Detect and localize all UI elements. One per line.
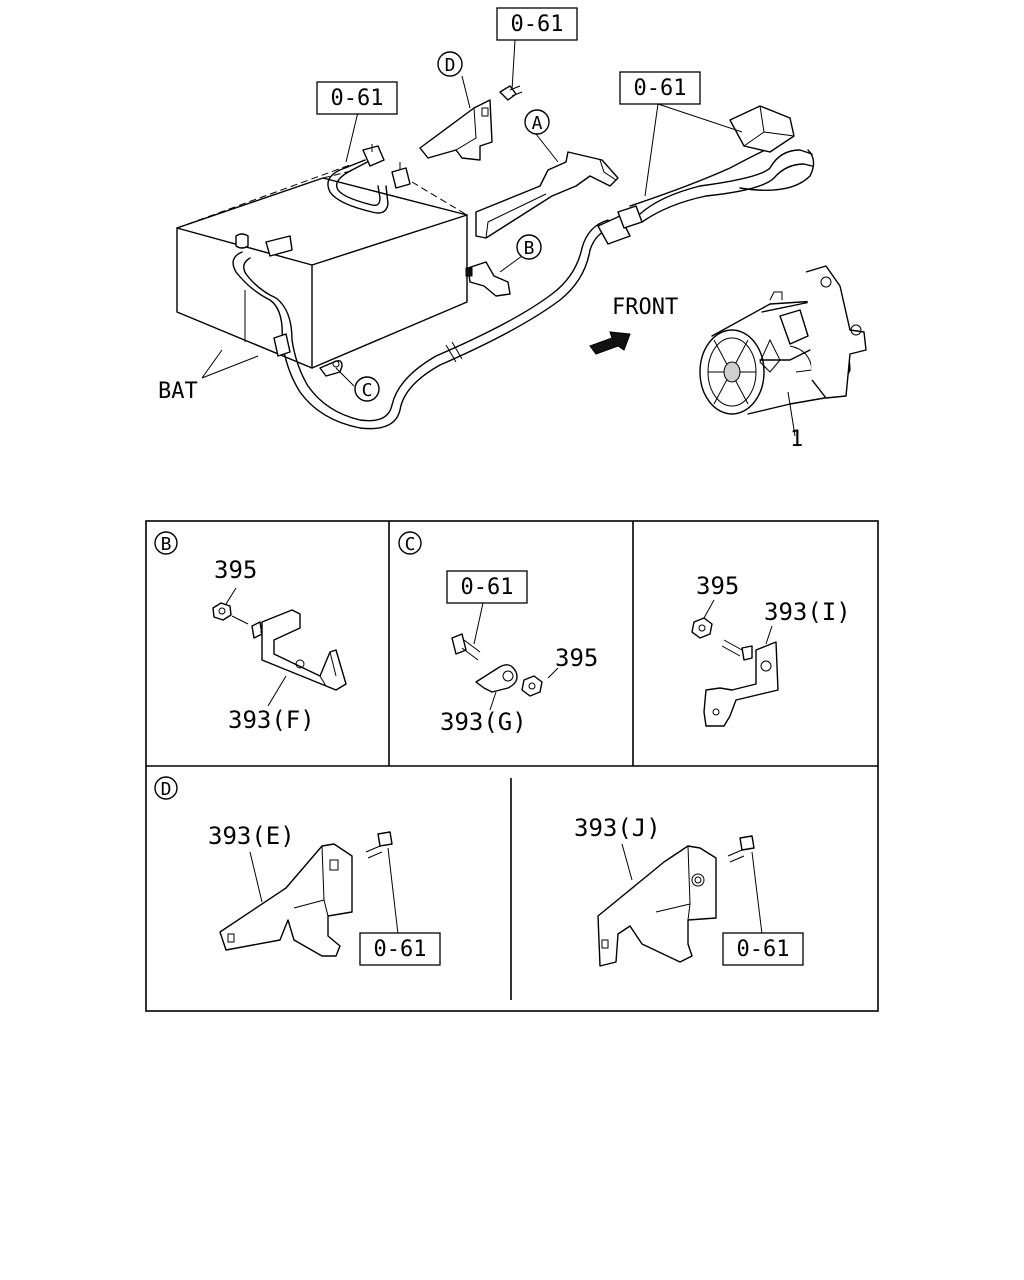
bolt-icon [377,831,393,847]
battery [176,177,468,369]
detail-i-bracket-label: 393(I) [764,598,851,626]
bracket-a-plate [475,151,619,239]
svg-text:C: C [362,380,373,401]
svg-text:0-61: 0-61 [737,937,790,962]
ref-label: 0-61 [331,86,384,111]
detail-b-nut-label: 395 [214,556,257,584]
detail-c-ref-box: 0-61 [446,570,528,604]
bracket-g [475,664,518,693]
bracket-d [419,85,523,161]
svg-text:C: C [405,534,416,555]
detail-i-nut-label: 395 [696,572,739,600]
front-label: FRONT [612,295,678,320]
detail-d-right-bracket-label: 393(J) [574,814,661,842]
callout-b-top: B [516,234,542,260]
svg-text:0-61: 0-61 [461,575,514,600]
bracket-e [219,843,353,957]
svg-text:D: D [445,55,456,76]
detail-b-bracket-label: 393(F) [228,706,315,734]
detail-b: B 395 393(F) [154,531,347,734]
battery-top-cable [327,144,411,214]
main-cable [232,205,643,430]
ref-label: 0-61 [634,76,687,101]
ref-box-top-right: 0-61 [619,71,701,105]
detail-c-nut-label: 395 [555,644,598,672]
bracket-c-clip [319,359,343,377]
ref-box-top-left: 0-61 [316,81,398,115]
svg-text:0-61: 0-61 [374,937,427,962]
detail-c-bracket-label: 393(G) [440,708,527,736]
svg-text:B: B [161,534,172,555]
bolt-icon [251,621,263,639]
bolt-icon [739,835,755,851]
detail-d-right: 393(J) 0-61 [574,814,804,967]
ref-box-top-center: 0-61 [496,7,578,41]
nut-icon [691,617,713,639]
bolt-icon [741,645,753,661]
nut-icon [521,675,543,697]
detail-frame [145,520,879,1012]
detail-c: C 0-61 395 393(G) [398,531,598,736]
bracket-b-small [465,261,511,297]
svg-text:B: B [524,238,535,259]
callout-a-top: A [524,109,550,135]
nut-icon [212,602,232,621]
starter-motor [699,265,867,415]
battery-label: BAT [158,379,198,404]
leader-lines-top [201,39,796,437]
ref-label: 0-61 [511,12,564,37]
callout-d-top: D [437,51,463,77]
front-arrow-icon [589,331,631,355]
bolt-icon [451,633,467,655]
svg-text:A: A [532,113,543,134]
detail-d-right-ref-box: 0-61 [722,932,804,966]
svg-text:D: D [161,779,172,800]
detail-d-left-bracket-label: 393(E) [208,822,295,850]
upper-right-harness [629,105,815,223]
starter-callout-number: 1 [790,427,803,452]
detail-d-left: D 393(E) 0-61 [154,776,441,966]
bracket-f [261,609,347,691]
detail-c-letter: C [398,531,422,555]
bracket-i [703,641,779,727]
bracket-j [597,845,717,967]
detail-i: 395 393(I) [691,572,851,727]
callout-c-top: C [354,376,380,402]
detail-d-left-ref-box: 0-61 [359,932,441,966]
detail-d-letter: D [154,776,178,800]
detail-b-letter: B [154,531,178,555]
dashed-link-battery-left [176,164,351,229]
